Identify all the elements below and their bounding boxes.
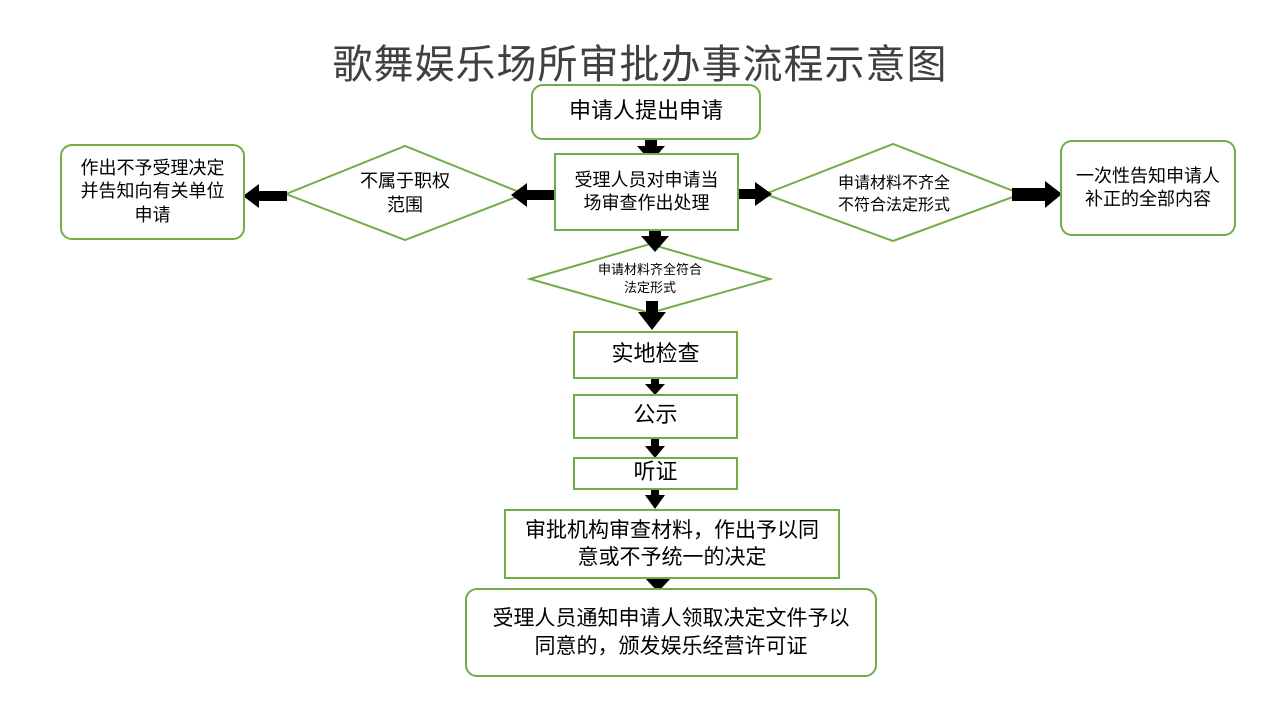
materials-incomplete-text: 申请材料不齐全不符合法定形式 (837, 173, 950, 214)
materials-complete-diamond (526, 242, 774, 315)
materials-complete-text: 申请材料齐全符合法定形式 (597, 263, 702, 296)
hearing-text: 听证 (633, 460, 678, 486)
apply-text: 申请人提出申请 (568, 98, 723, 124)
arrow-handle-to-not-jurisdiction (511, 183, 556, 207)
refuse-notify-text: 作出不予受理决定并告知向有关单位申请 (80, 157, 225, 226)
notify-collect-box: 受理人员通知申请人领取决定文件予以同意的，颁发娱乐经营许可证 (465, 588, 877, 677)
review-decision-text: 审批机构审查材料，作出予以同意或不予统一的决定 (525, 517, 819, 569)
arrow-inspection-to-publicity (645, 378, 665, 395)
site-inspection-box: 实地检查 (573, 331, 738, 379)
arrow-publicity-to-hearing (645, 439, 665, 458)
publicity-text: 公示 (633, 403, 678, 429)
notify-once-text: 一次性告知申请人补正的全部内容 (1076, 165, 1220, 210)
arrow-complete-to-inspection (638, 301, 666, 330)
review-decision-box: 审批机构审查材料，作出予以同意或不予统一的决定 (504, 509, 840, 579)
arrow-not-jurisdiction-to-refuse (243, 184, 287, 208)
notify-collect-text: 受理人员通知申请人领取决定文件予以同意的，颁发娱乐经营许可证 (492, 606, 850, 658)
publicity-box: 公示 (573, 394, 738, 439)
apply-box: 申请人提出申请 (531, 84, 761, 140)
arrow-handle-to-complete (641, 229, 669, 252)
arrow-handle-to-incomplete (738, 182, 772, 206)
not-jurisdiction-text: 不属于职权范围 (360, 170, 450, 216)
diagram-title: 歌舞娱乐场所审批办事流程示意图 (332, 42, 948, 88)
hearing-box: 听证 (573, 457, 738, 490)
site-inspection-text: 实地检查 (611, 341, 700, 367)
arrow-hearing-to-review (645, 490, 665, 509)
arrow-incomplete-to-notify-once (1012, 181, 1062, 208)
notify-once-box: 一次性告知申请人补正的全部内容 (1060, 140, 1236, 236)
onsite-handle-box: 受理人员对申请当场审查作出处理 (554, 153, 739, 231)
onsite-handle-text: 受理人员对申请当场审查作出处理 (574, 169, 719, 214)
refuse-notify-box: 作出不予受理决定并告知向有关单位申请 (60, 144, 245, 240)
